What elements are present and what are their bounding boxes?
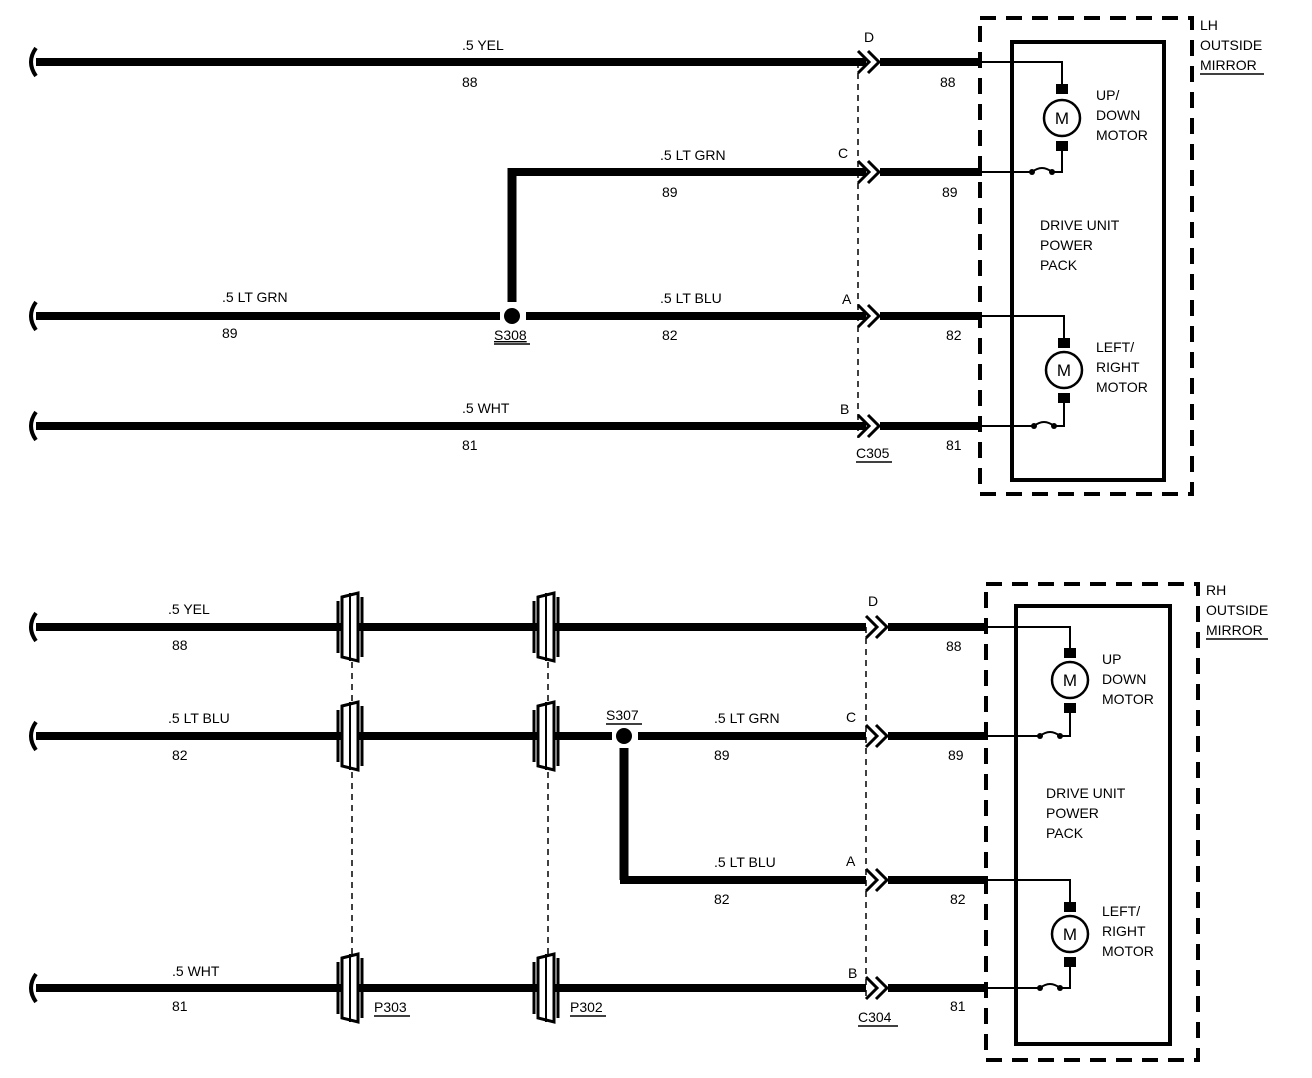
rh-wire-82-color: .5 LT BLU bbox=[714, 854, 776, 870]
lh-motor1-symbol: M bbox=[1055, 109, 1069, 128]
rh-pin-b-label: B bbox=[848, 965, 857, 981]
lh-pack-label-2: POWER bbox=[1040, 237, 1093, 253]
rh-inline-connector-p303: P303 bbox=[336, 591, 410, 1024]
rh-updown-motor: M UP DOWN MOTOR bbox=[988, 626, 1154, 739]
lh-wire-81-color: .5 WHT bbox=[462, 400, 510, 416]
rh-pack-label-3: PACK bbox=[1046, 825, 1084, 841]
rh-wire-82-left-circuit: 82 bbox=[172, 747, 188, 763]
lh-wire-82-right-circuit: 82 bbox=[946, 327, 962, 343]
rh-pin-d bbox=[864, 614, 889, 640]
lh-wire-88-right-circuit: 88 bbox=[940, 74, 956, 90]
lh-motor2-label-1: LEFT/ bbox=[1096, 339, 1134, 355]
lh-wire-82-circuit: 82 bbox=[662, 327, 678, 343]
lh-wire-89-circuit: 89 bbox=[662, 184, 678, 200]
lh-wire-89-right-circuit: 89 bbox=[942, 184, 958, 200]
lh-wire-81: .5 WHT 81 B 81 bbox=[29, 400, 982, 453]
rh-wire-89-color: .5 LT GRN bbox=[714, 710, 780, 726]
lh-connector-label: C305 bbox=[856, 445, 890, 461]
rh-mirror-outline bbox=[984, 582, 1200, 1062]
rh-pin-a-label: A bbox=[846, 853, 856, 869]
rh-power-pack-box bbox=[1014, 604, 1172, 1046]
rh-pack-label-1: DRIVE UNIT bbox=[1046, 785, 1126, 801]
rh-p302-label: P302 bbox=[570, 999, 603, 1015]
rh-splice-label: S307 bbox=[606, 707, 639, 723]
lh-pin-a-label: A bbox=[842, 291, 852, 307]
lh-splice-label: S308 bbox=[494, 327, 527, 343]
lh-pin-b-label: B bbox=[840, 401, 849, 417]
lh-section: .5 YEL 88 D 88 .5 LT GRN 89 C 89 .5 LT G… bbox=[29, 16, 1264, 496]
lh-motor1-label-1: UP/ bbox=[1096, 87, 1119, 103]
rh-section: .5 YEL 88 D 88 .5 LT BLU 82 .5 LT GRN 89… bbox=[29, 582, 1268, 1062]
rh-motor1-label-2: DOWN bbox=[1102, 671, 1146, 687]
rh-wire-89-circuit: 89 bbox=[714, 747, 730, 763]
lh-mirror-label-1: LH bbox=[1200, 17, 1218, 33]
rh-motor1-label-3: MOTOR bbox=[1102, 691, 1154, 707]
rh-wire-88-color: .5 YEL bbox=[168, 601, 210, 617]
rh-wire-88-right-circuit: 88 bbox=[946, 638, 962, 654]
lh-splice-dot bbox=[504, 308, 520, 324]
rh-connector-label: C304 bbox=[858, 1009, 892, 1025]
rh-inline-connector-p302: P302 bbox=[532, 591, 606, 1024]
lh-wire-89-upper: .5 LT GRN 89 C 89 bbox=[507, 145, 982, 302]
rh-mirror-label-3: MIRROR bbox=[1206, 622, 1263, 638]
lh-pin-d-label: D bbox=[864, 29, 874, 45]
rh-motor1-symbol: M bbox=[1063, 671, 1077, 690]
rh-mirror-label-1: RH bbox=[1206, 582, 1226, 598]
rh-wire-81-circuit: 81 bbox=[172, 998, 188, 1014]
rh-wire-81-color: .5 WHT bbox=[172, 963, 220, 979]
lh-motor1-label-3: MOTOR bbox=[1096, 127, 1148, 143]
lh-power-pack-box bbox=[1010, 40, 1166, 482]
rh-pin-c-label: C bbox=[846, 709, 856, 725]
rh-pin-c bbox=[864, 723, 889, 749]
lh-mirror-label-3: MIRROR bbox=[1200, 57, 1257, 73]
lh-motor1-label-2: DOWN bbox=[1096, 107, 1140, 123]
rh-pin-a bbox=[864, 867, 889, 893]
rh-wire-82-89: .5 LT BLU 82 .5 LT GRN 89 C 89 S307 bbox=[29, 707, 988, 763]
lh-wire-81-circuit: 81 bbox=[462, 437, 478, 453]
lh-mirror-label-2: OUTSIDE bbox=[1200, 37, 1262, 53]
lh-pack-label-3: PACK bbox=[1040, 257, 1078, 273]
rh-motor2-label-3: MOTOR bbox=[1102, 943, 1154, 959]
rh-pin-b bbox=[864, 975, 889, 1001]
lh-leftright-motor: M LEFT/ RIGHT MOTOR bbox=[982, 315, 1148, 429]
rh-wire-82: .5 LT BLU 82 A 82 bbox=[619, 748, 988, 907]
rh-splice-dot bbox=[616, 728, 632, 744]
rh-motor1-label-1: UP bbox=[1102, 651, 1121, 667]
lh-wire-82-color: .5 LT BLU bbox=[660, 290, 722, 306]
rh-mirror-label-2: OUTSIDE bbox=[1206, 602, 1268, 618]
rh-wire-88-circuit: 88 bbox=[172, 637, 188, 653]
lh-updown-motor: M UP/ DOWN MOTOR bbox=[982, 61, 1148, 175]
rh-wire-82-circuit: 82 bbox=[714, 891, 730, 907]
lh-wire-89-left-circuit: 89 bbox=[222, 325, 238, 341]
lh-wire-81-right-circuit: 81 bbox=[946, 437, 962, 453]
lh-wire-88-color: .5 YEL bbox=[462, 37, 504, 53]
lh-motor2-symbol: M bbox=[1057, 361, 1071, 380]
rh-wire-82-right-circuit: 82 bbox=[950, 891, 966, 907]
lh-motor2-label-2: RIGHT bbox=[1096, 359, 1140, 375]
lh-wire-89-color: .5 LT GRN bbox=[660, 147, 726, 163]
lh-pack-label-1: DRIVE UNIT bbox=[1040, 217, 1120, 233]
rh-motor2-label-1: LEFT/ bbox=[1102, 903, 1140, 919]
rh-wire-82-left-color: .5 LT BLU bbox=[168, 710, 230, 726]
lh-motor2-label-3: MOTOR bbox=[1096, 379, 1148, 395]
rh-motor2-symbol: M bbox=[1063, 925, 1077, 944]
rh-motor2-label-2: RIGHT bbox=[1102, 923, 1146, 939]
rh-pin-d-label: D bbox=[868, 593, 878, 609]
lh-pin-c-label: C bbox=[838, 145, 848, 161]
lh-wire-82: .5 LT GRN 89 .5 LT BLU 82 A 82 S308 bbox=[29, 289, 982, 345]
rh-wire-81: .5 WHT 81 B 81 bbox=[29, 963, 988, 1014]
rh-pack-label-2: POWER bbox=[1046, 805, 1099, 821]
lh-wire-88: .5 YEL 88 D 88 bbox=[29, 29, 982, 90]
rh-wire-89-right-circuit: 89 bbox=[948, 747, 964, 763]
rh-wire-88: .5 YEL 88 D 88 bbox=[29, 593, 988, 654]
rh-leftright-motor: M LEFT/ RIGHT MOTOR bbox=[988, 879, 1154, 991]
lh-wire-88-circuit: 88 bbox=[462, 74, 478, 90]
lh-mirror-outline bbox=[978, 16, 1194, 496]
rh-p303-label: P303 bbox=[374, 999, 407, 1015]
lh-wire-89-left-color: .5 LT GRN bbox=[222, 289, 288, 305]
rh-wire-81-right-circuit: 81 bbox=[950, 998, 966, 1014]
